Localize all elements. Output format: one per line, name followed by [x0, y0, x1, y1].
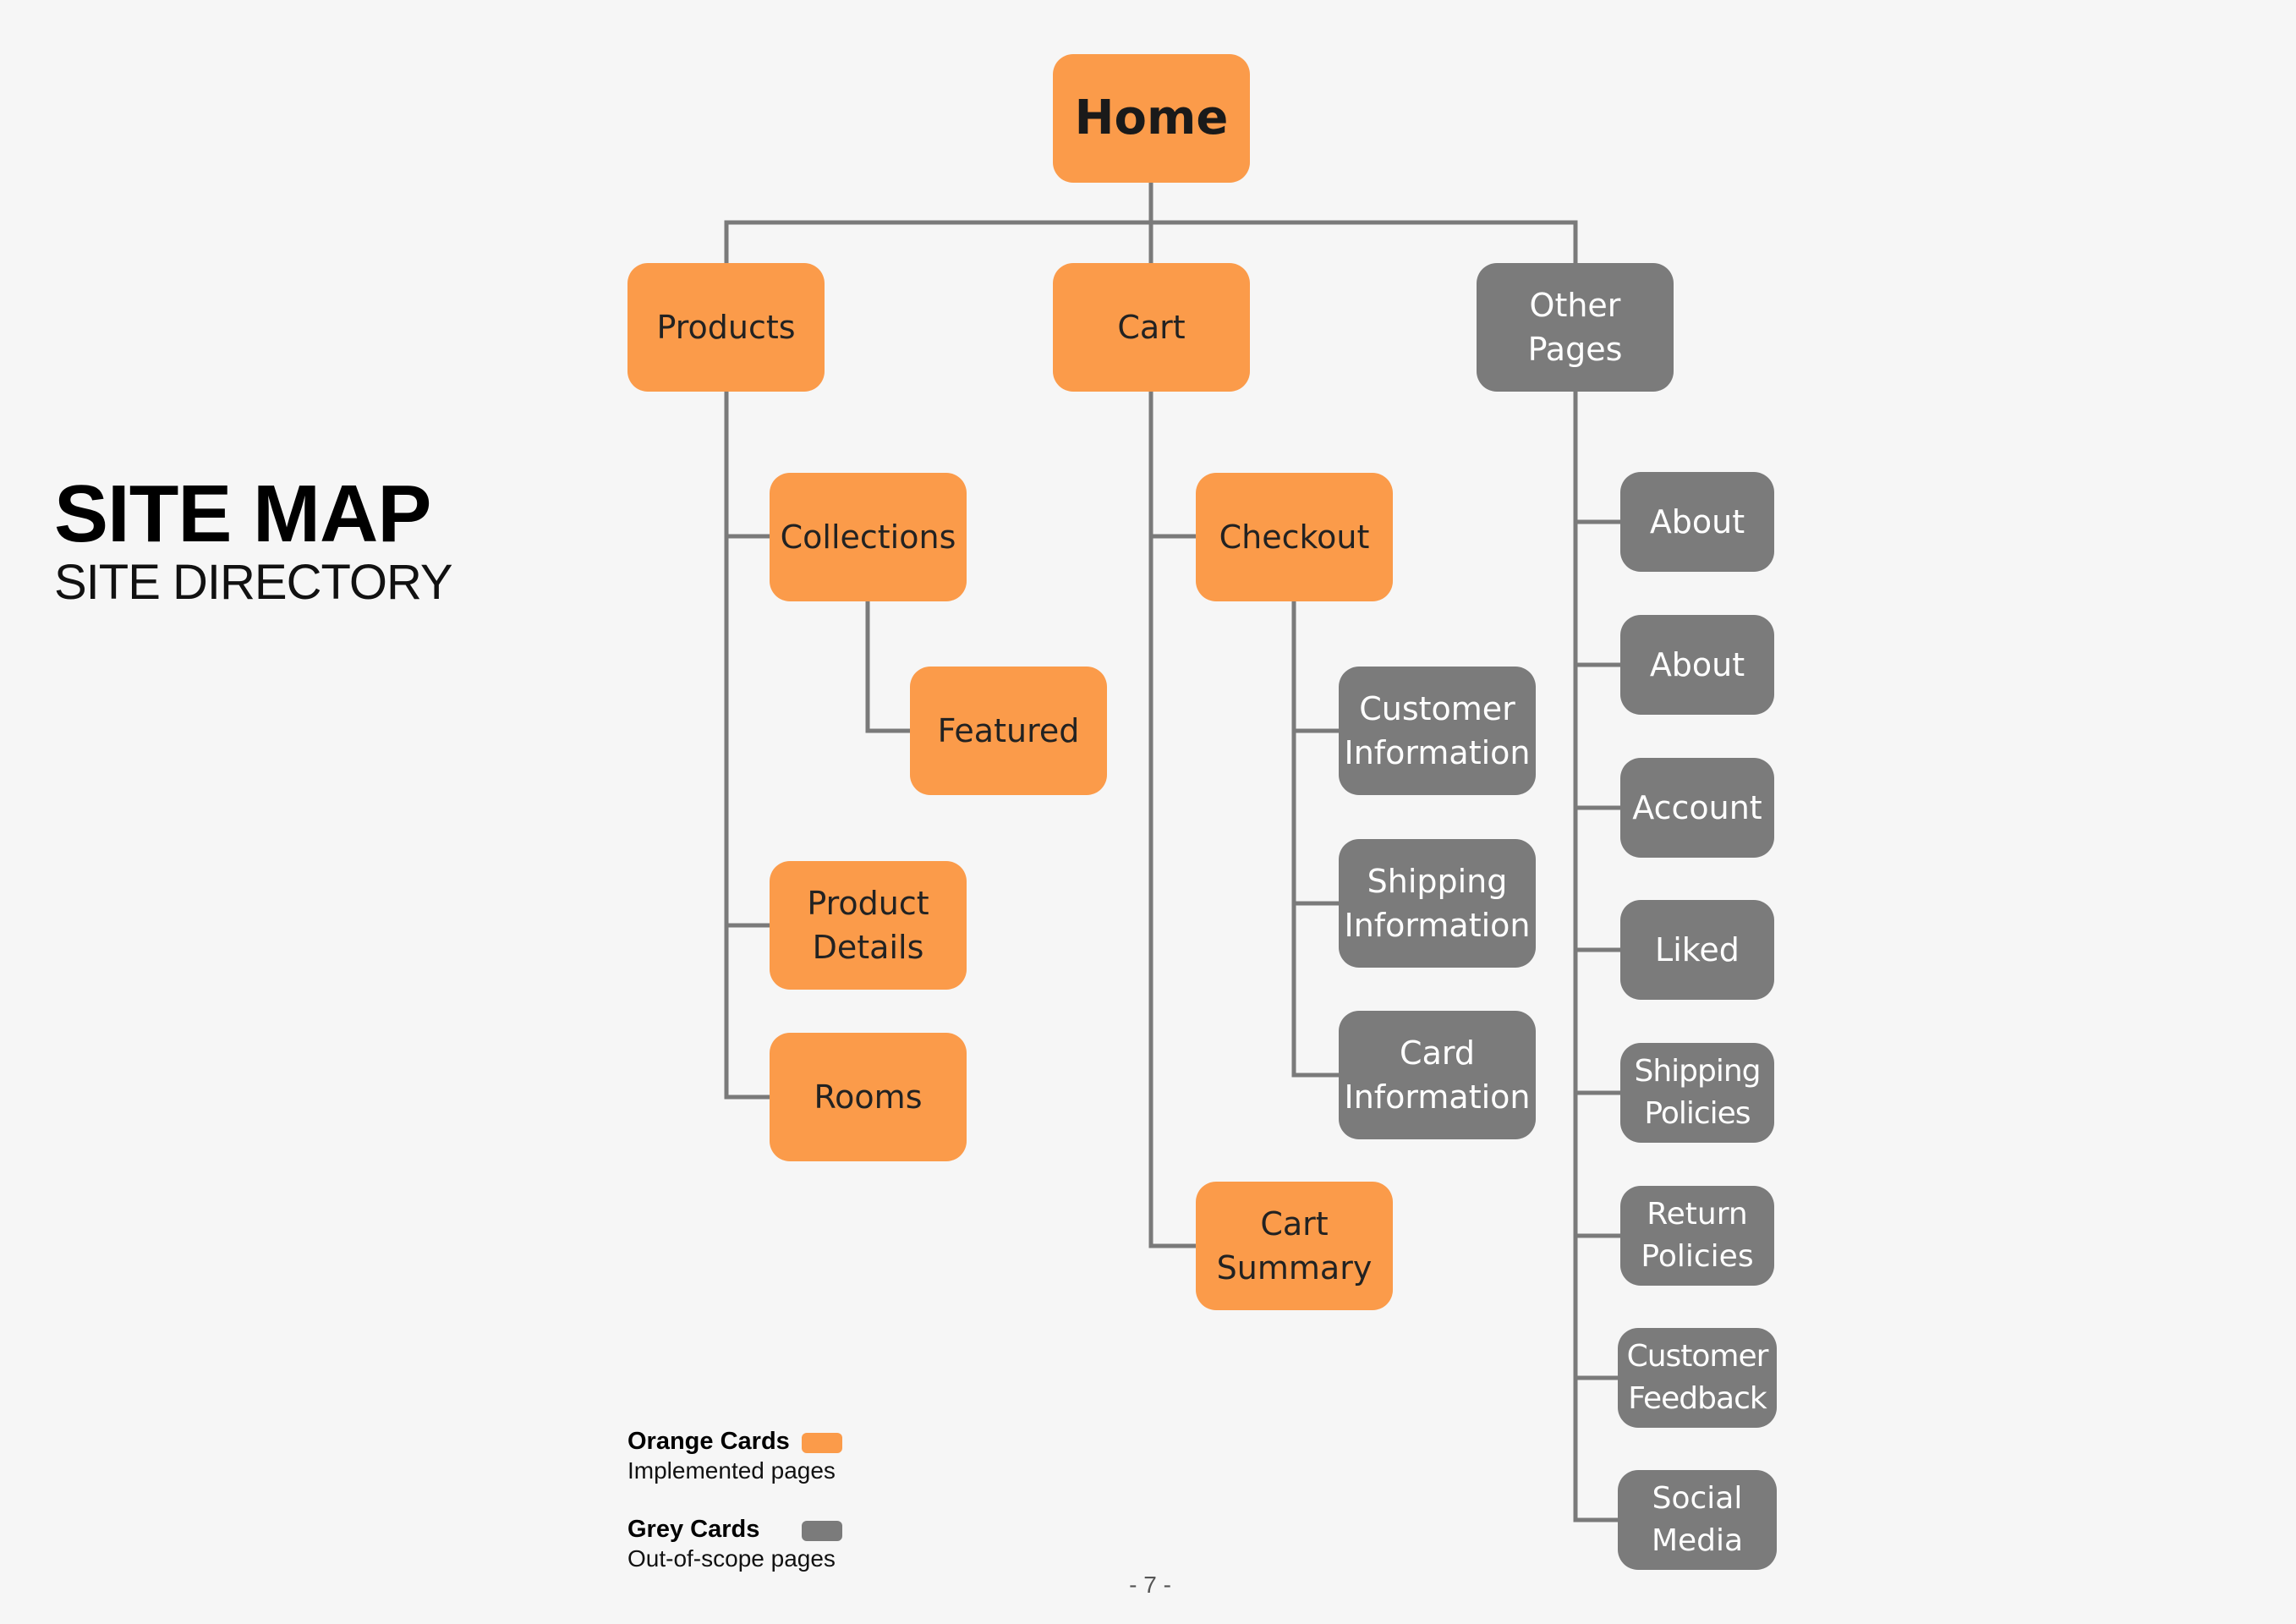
- legend-label: Grey Cards: [627, 1516, 760, 1543]
- node-other-pages: Other Pages: [1477, 263, 1674, 392]
- node-product-details: Product Details: [770, 861, 967, 990]
- node-checkout: Checkout: [1196, 473, 1393, 601]
- legend-grey-swatch: [802, 1521, 842, 1541]
- node-home: Home: [1053, 54, 1250, 183]
- heading-block: SITE MAP SITE DIRECTORY: [54, 469, 453, 610]
- node-cart: Cart: [1053, 263, 1250, 392]
- node-about-1: About: [1620, 472, 1774, 572]
- node-products: Products: [627, 263, 825, 392]
- node-liked: Liked: [1620, 900, 1774, 1000]
- node-customer-information: Customer Information: [1339, 667, 1536, 795]
- page-number: - 7 -: [1129, 1572, 1171, 1598]
- node-collections: Collections: [770, 473, 967, 601]
- node-return-policies: Return Policies: [1620, 1186, 1774, 1286]
- node-shipping-information: Shipping Information: [1339, 839, 1536, 968]
- legend-label: Orange Cards: [627, 1428, 790, 1455]
- page-title: SITE MAP: [54, 469, 431, 559]
- node-account: Account: [1620, 758, 1774, 858]
- node-shipping-policies: Shipping Policies: [1620, 1043, 1774, 1143]
- node-cart-summary: Cart Summary: [1196, 1182, 1393, 1310]
- node-social-media: Social Media: [1618, 1470, 1777, 1570]
- legend-out-of-scope: Grey Cards Out-of-scope pages: [627, 1516, 836, 1572]
- legend-description: Implemented pages: [627, 1457, 836, 1484]
- node-about-2: About: [1620, 615, 1774, 715]
- legend-orange-swatch: [802, 1433, 842, 1453]
- legend-implemented: Orange Cards Implemented pages: [627, 1428, 836, 1484]
- node-rooms: Rooms: [770, 1033, 967, 1161]
- legend-description: Out-of-scope pages: [627, 1545, 836, 1572]
- node-card-information: Card Information: [1339, 1011, 1536, 1139]
- node-featured: Featured: [910, 667, 1107, 795]
- page-subtitle: SITE DIRECTORY: [54, 555, 453, 610]
- node-customer-feedback: Customer Feedback: [1618, 1328, 1777, 1428]
